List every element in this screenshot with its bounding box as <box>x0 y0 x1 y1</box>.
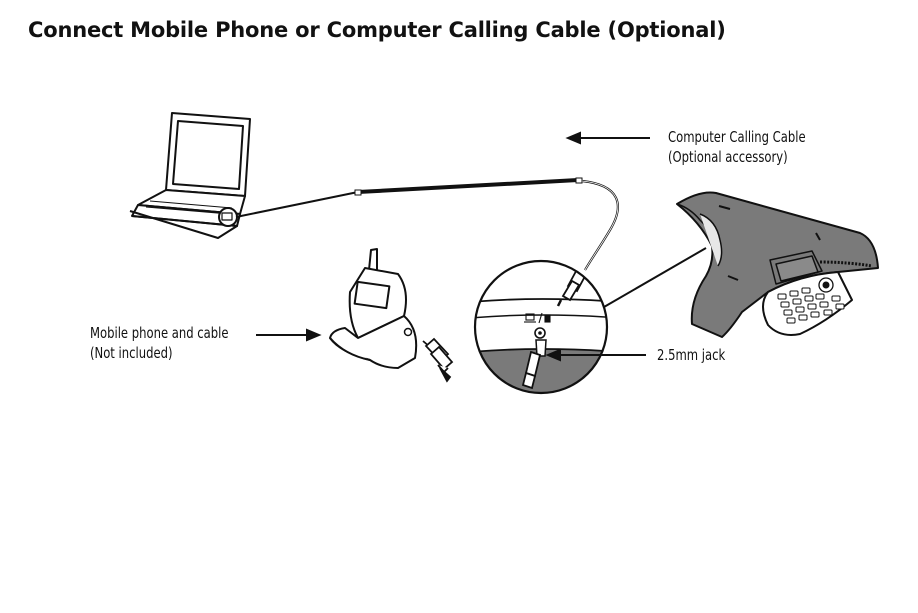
computer-cable-label: Computer Calling Cable (Optional accesso… <box>668 127 806 167</box>
conference-phone-icon <box>676 191 879 338</box>
jack-label: 2.5mm jack <box>657 346 726 364</box>
mobile-label: Mobile phone and cable (Not included) <box>90 323 229 363</box>
computer-calling-cable <box>235 177 619 271</box>
jack-symbol-icon <box>524 312 551 324</box>
computer-cable-label-line2: (Optional accessory) <box>668 148 788 166</box>
arrow-icon <box>565 131 650 145</box>
page-title: Connect Mobile Phone or Computer Calling… <box>28 18 726 42</box>
mobile-label-line2: (Not included) <box>90 344 173 362</box>
arrow-icon <box>256 328 322 342</box>
mobile-phone-icon <box>329 248 418 369</box>
mobile-cable-plug <box>422 337 454 383</box>
laptop-icon <box>129 112 251 239</box>
arrow-icon <box>545 348 646 362</box>
mobile-label-line1: Mobile phone and cable <box>90 324 229 342</box>
callout-leader-line <box>603 247 707 308</box>
computer-cable-label-line1: Computer Calling Cable <box>668 128 806 146</box>
jack-callout-icon <box>473 259 609 395</box>
